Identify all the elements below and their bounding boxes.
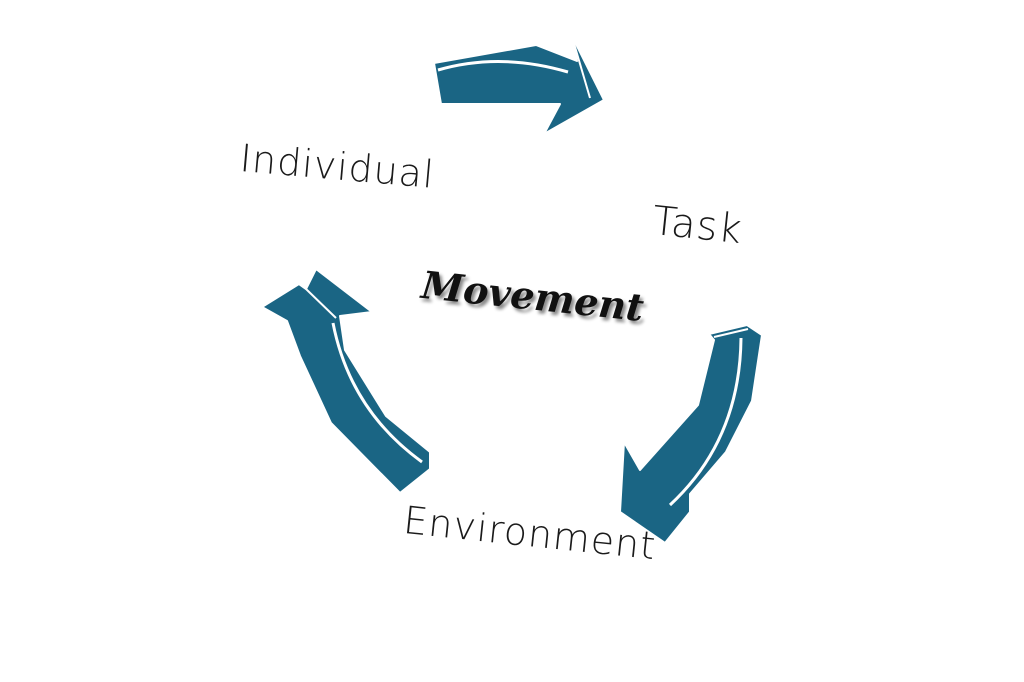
arrow-task-to-environment [619, 324, 763, 544]
node-label-task: Task [650, 198, 745, 254]
arrow-environment-to-individual [261, 268, 431, 494]
arrow-individual-to-task [433, 37, 605, 135]
